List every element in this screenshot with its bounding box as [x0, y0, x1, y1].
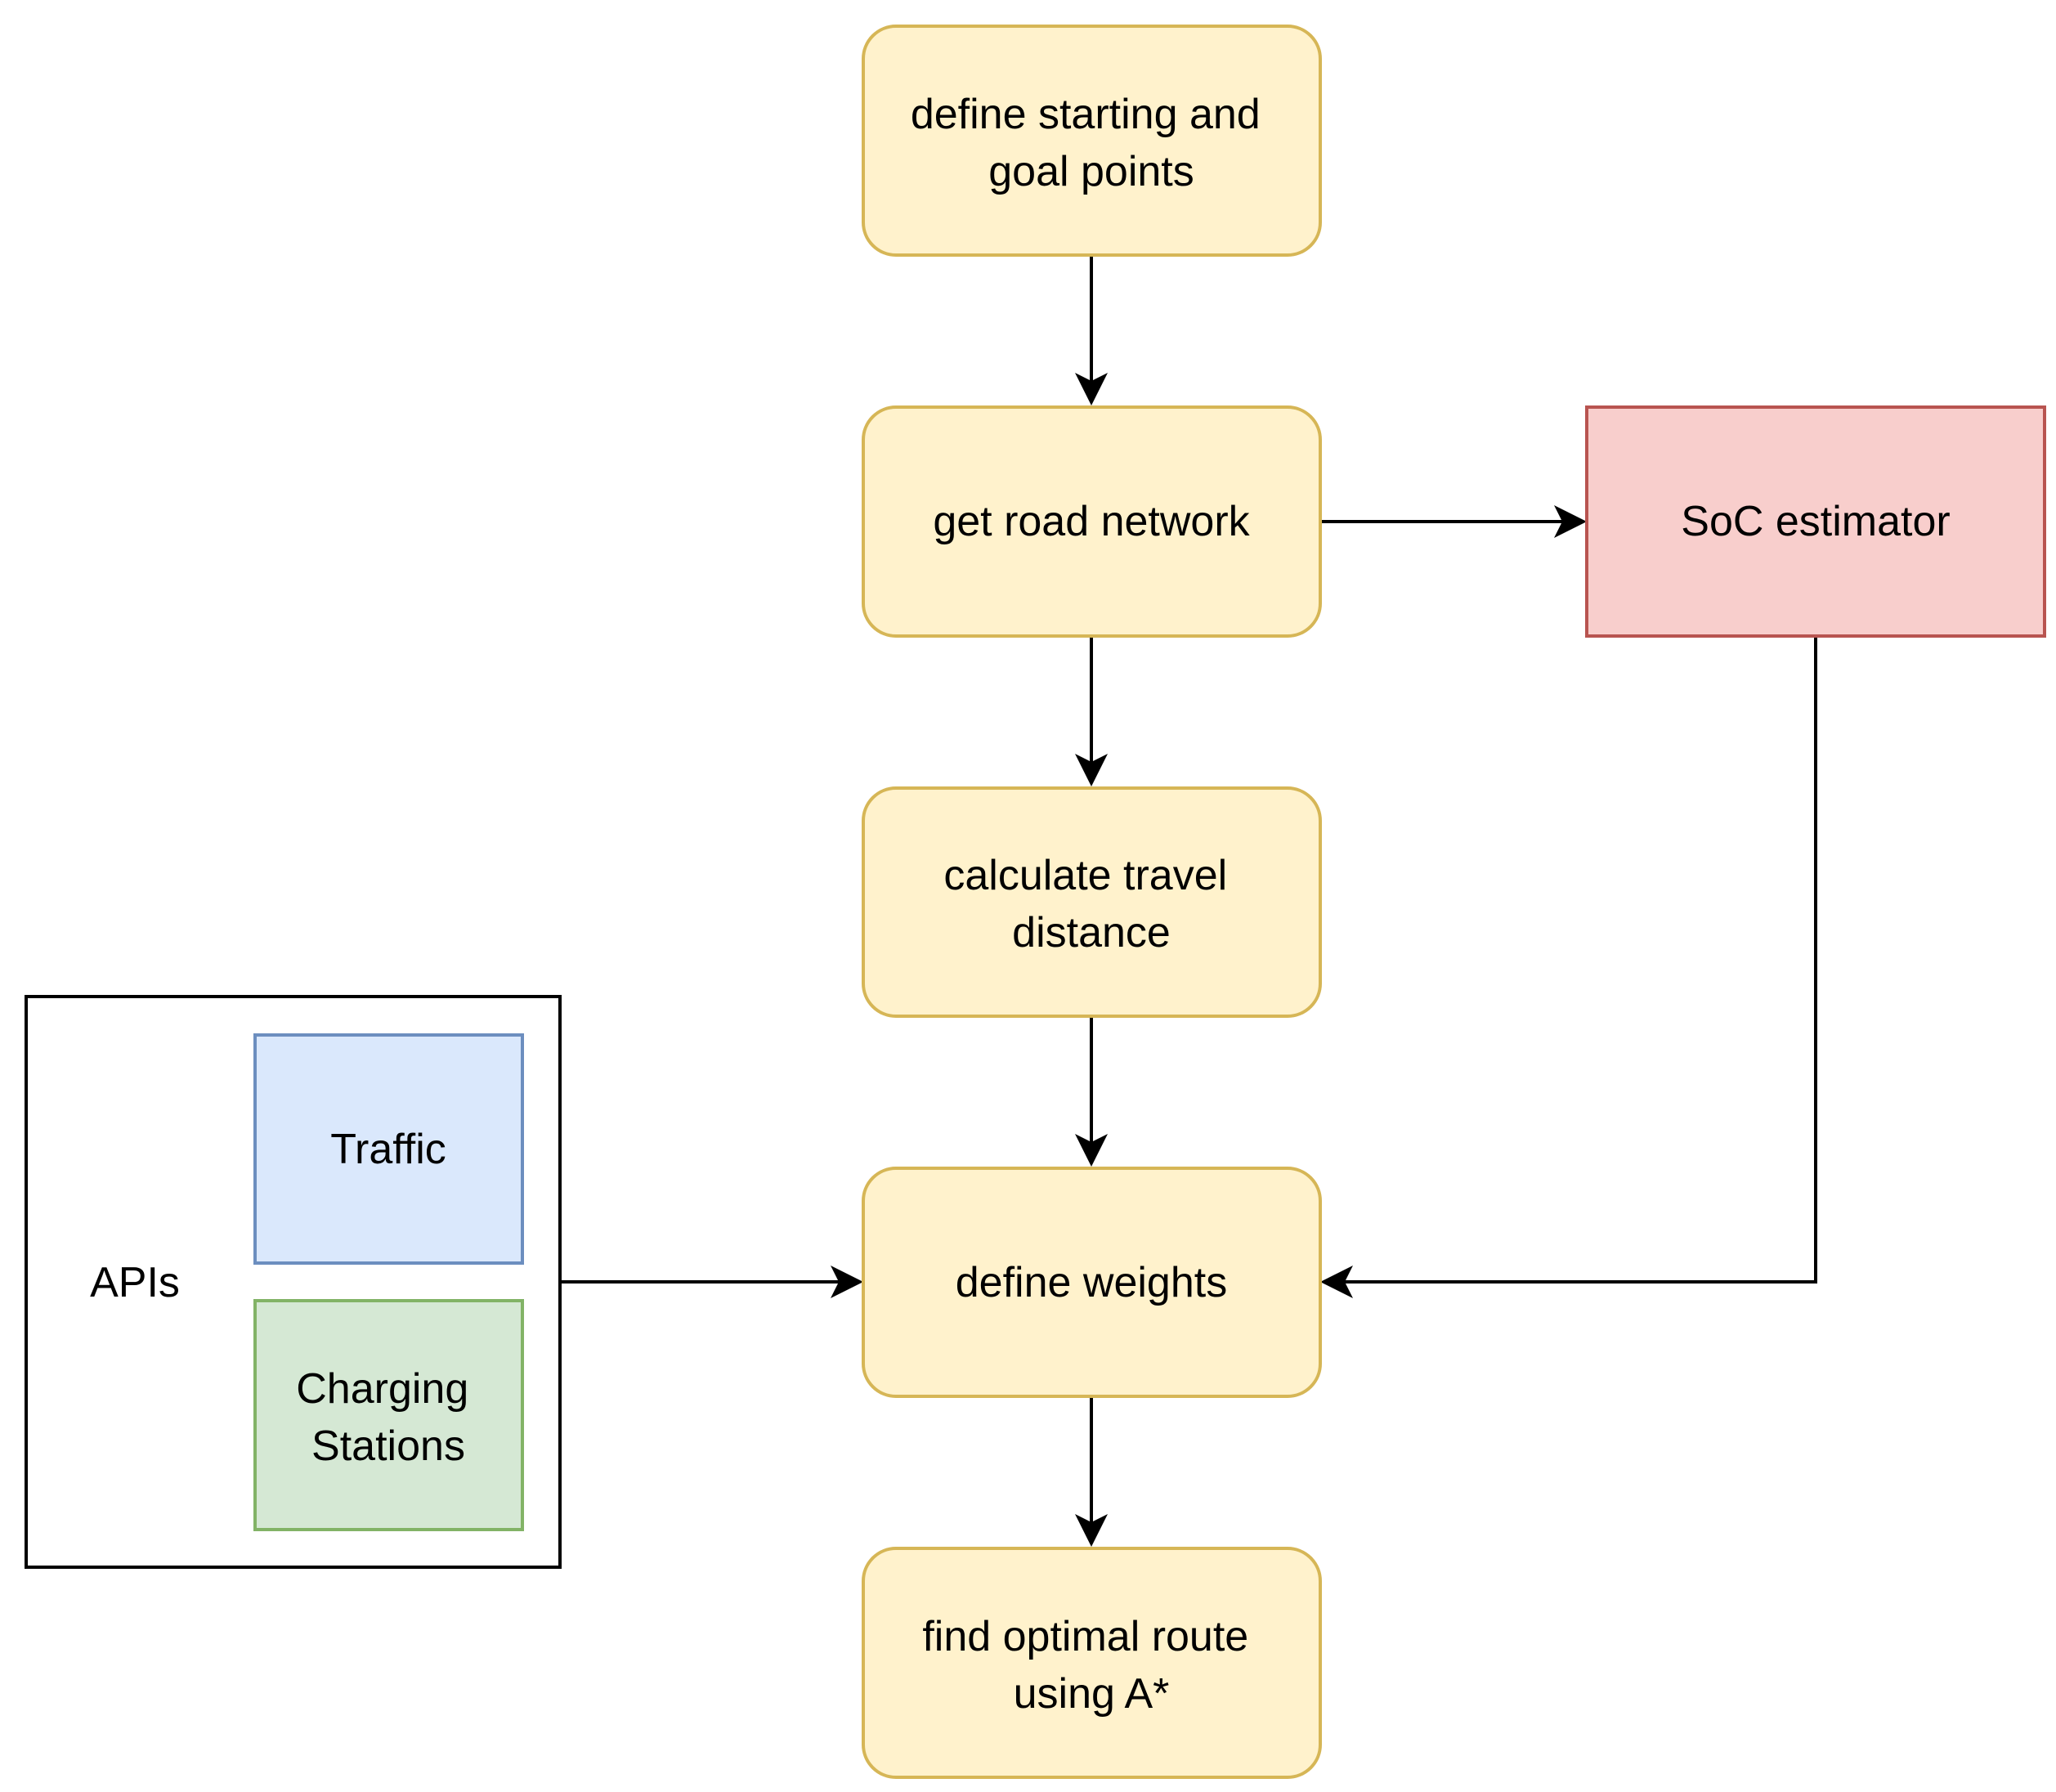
- node-define-points-line-1: define starting and: [911, 91, 1261, 138]
- edge-define-weights-to-optimal-route: [1075, 1396, 1108, 1547]
- node-road-network: get road network: [862, 405, 1322, 638]
- node-soc-estimator: SoC estimator: [1585, 405, 2046, 638]
- node-traffic-label: Traffic: [330, 1126, 446, 1173]
- edge-travel-distance-to-define-weights: [1075, 1016, 1108, 1167]
- node-define-weights-label: define weights: [956, 1259, 1227, 1306]
- node-optimal-route: find optimal route using A*: [862, 1547, 1322, 1779]
- node-define-points-line-2: goal points: [988, 148, 1194, 195]
- node-define-weights: define weights: [862, 1167, 1322, 1398]
- edge-road-network-to-travel-distance: [1075, 636, 1108, 786]
- nodes: define starting and goal points get road…: [25, 25, 2046, 1779]
- edges: [560, 255, 1817, 1547]
- node-travel-distance: calculate travel distance: [862, 786, 1322, 1018]
- node-soc-estimator-label: SoC estimator: [1681, 498, 1950, 545]
- node-road-network-label: get road network: [933, 498, 1250, 545]
- node-charging-stations-line-1: Charging: [296, 1365, 468, 1413]
- apis-group-label: APIs: [90, 1259, 180, 1306]
- node-optimal-route-line-1: find optimal route: [922, 1613, 1248, 1660]
- edge-apis-to-define-weights: [560, 1266, 863, 1298]
- node-travel-distance-line-1: calculate travel: [943, 852, 1227, 899]
- node-charging-stations-line-2: Stations: [311, 1422, 465, 1470]
- node-optimal-route-line-2: using A*: [1014, 1670, 1170, 1718]
- apis-group: APIs Traffic Charging Stations: [25, 995, 562, 1569]
- node-charging-stations: Charging Stations: [253, 1299, 524, 1531]
- node-define-points: define starting and goal points: [862, 25, 1322, 257]
- node-traffic: Traffic: [253, 1033, 524, 1265]
- svg-text:Charging Stations: Charging Stations: [296, 1365, 480, 1470]
- svg-text:define starting and go: define starting and goal points: [911, 91, 1272, 195]
- svg-text:calculate travel dista: calculate travel distance: [943, 852, 1239, 956]
- node-travel-distance-line-2: distance: [1012, 909, 1171, 956]
- svg-text:find optimal route usi: find optimal route using A*: [922, 1613, 1260, 1718]
- edge-define-points-to-road-network: [1075, 255, 1108, 405]
- edge-soc-estimator-to-define-weights: [1320, 636, 1817, 1298]
- edge-road-network-to-soc-estimator: [1320, 505, 1587, 538]
